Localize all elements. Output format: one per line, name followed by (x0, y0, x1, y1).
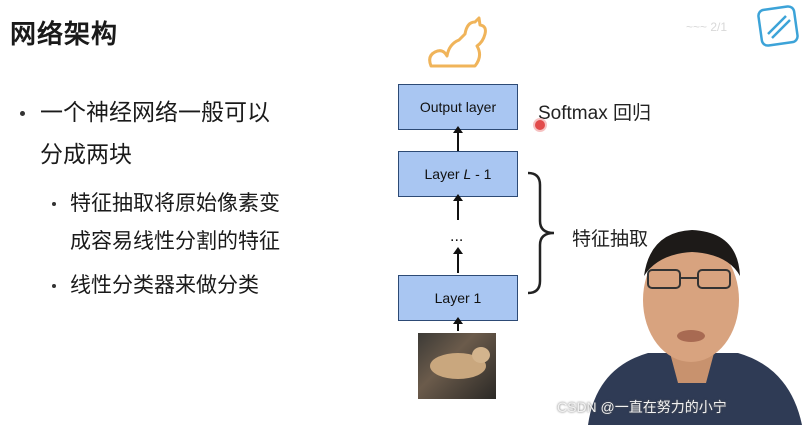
output-layer-box: Output layer (398, 84, 518, 130)
bullet-text-cont: 成容易线性分割的特征 (70, 229, 280, 253)
feature-extraction-label: 特征抽取 (572, 228, 649, 250)
slide-title: 网络架构 (10, 20, 119, 50)
output-layer-label: Output layer (419, 99, 497, 115)
bilibili-logo-icon (757, 5, 799, 47)
layers-ellipsis: ... (450, 228, 464, 245)
presenter-video (588, 230, 802, 425)
bullet-list: 一个神经网络一般可以 分成两块 特征抽取将原始像素变 成容易线性分割的特征 线性… (18, 92, 348, 304)
faint-logo-text: ~~~ 2/1 (686, 20, 728, 34)
hidden-layer-suffix: - 1 (471, 166, 492, 182)
arrow-up-icon (453, 194, 463, 220)
softmax-label: Softmax 回归 (538, 103, 651, 124)
bullet-text: 特征抽取将原始像素变 (70, 191, 280, 215)
hidden-layer-box: Layer L - 1 (398, 151, 518, 197)
arrow-up-icon (453, 126, 463, 152)
cursor-icon (533, 118, 547, 132)
hidden-layer-var: L (463, 166, 472, 182)
sub-bullet-item: 线性分类器来做分类 (18, 266, 348, 304)
right-brace-icon (527, 171, 555, 295)
bullet-item: 一个神经网络一般可以 分成两块 (18, 92, 348, 176)
cat-outline-icon (428, 16, 487, 68)
first-layer-box: Layer 1 (398, 275, 518, 321)
first-layer-label: Layer 1 (434, 290, 482, 306)
sub-bullet-item: 特征抽取将原始像素变 成容易线性分割的特征 (18, 184, 348, 260)
arrow-up-icon (453, 247, 463, 273)
bullet-text: 线性分类器来做分类 (70, 273, 259, 297)
arrow-up-icon (453, 317, 463, 331)
csdn-watermark: CSDN @一直在努力的小宁 (557, 399, 727, 415)
cat-photo (418, 333, 496, 399)
hidden-layer-prefix: Layer (424, 166, 464, 182)
cat-head (472, 347, 490, 363)
bullet-text: 一个神经网络一般可以 (40, 100, 270, 126)
bullet-text-cont: 分成两块 (40, 142, 132, 168)
